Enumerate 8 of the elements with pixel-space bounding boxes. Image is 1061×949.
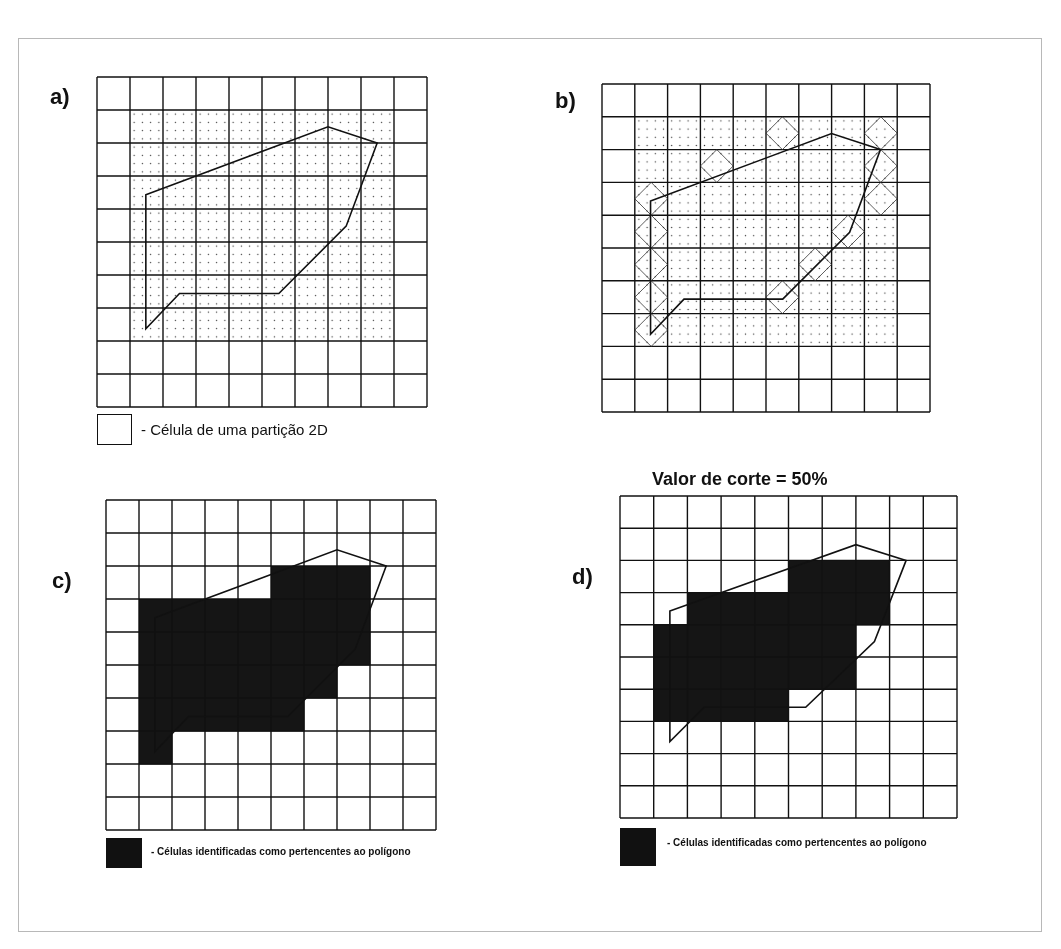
panel-title: Valor de corte = 50% — [652, 470, 828, 488]
legend-text: - Células identificadas como pertencentes ao polígono — [151, 847, 411, 857]
legend-text: - Célula de uma partição 2D — [141, 422, 328, 437]
panel-letter: a) — [50, 86, 70, 108]
panel-letter: b) — [555, 90, 576, 112]
panel-letter: d) — [572, 566, 593, 588]
legend-text: - Células identificadas como pertencentes ao polígono — [667, 838, 927, 848]
panel-letter: c) — [52, 570, 72, 592]
